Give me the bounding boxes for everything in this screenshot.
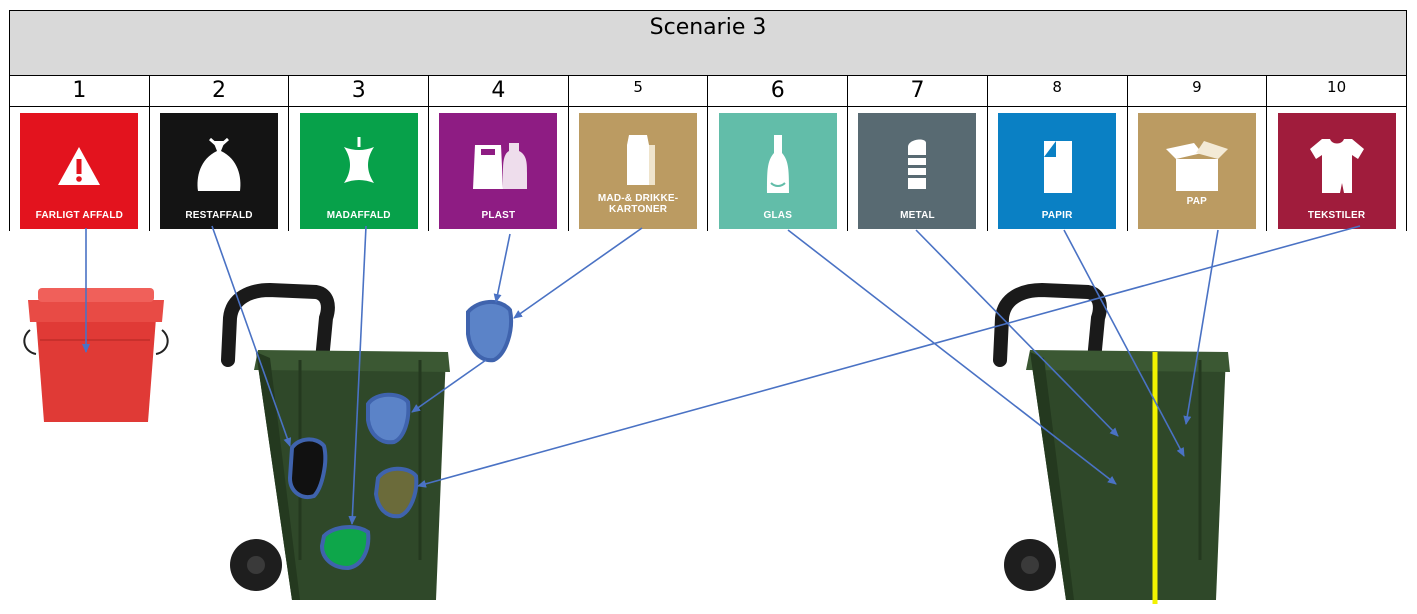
arrow-7 xyxy=(915,229,1119,437)
arrow-5 xyxy=(513,227,643,319)
marker-tekstil xyxy=(373,466,419,519)
red-bucket-icon xyxy=(23,288,169,422)
category-number: 4 xyxy=(428,75,569,107)
t-shirt-icon xyxy=(1277,113,1396,229)
category-number-row: 1 2 3 4 5 6 7 8 9 10 xyxy=(9,75,1407,107)
category-number: 6 xyxy=(707,75,849,107)
category-number: 7 xyxy=(847,75,988,107)
tile-pap: PAP xyxy=(1137,113,1256,229)
glass-bottle-icon xyxy=(718,113,837,229)
tile-madaffald: MADAFFALD xyxy=(299,113,418,229)
arrow-10 xyxy=(417,225,1361,488)
arrow-5b xyxy=(411,359,487,413)
category-icon-row: FARLIGT AFFALD RESTAFFALD MADAFFALD xyxy=(9,106,1407,231)
tile-papir: PAPIR xyxy=(998,113,1117,229)
scenario-title-bar: Scenarie 3 xyxy=(9,10,1407,75)
right-wheelie-bin xyxy=(993,282,1230,604)
arrow-6 xyxy=(787,229,1117,485)
arrow-9 xyxy=(1183,229,1219,425)
tile-metal: METAL xyxy=(858,113,977,229)
tile-label: METAL xyxy=(900,210,935,221)
scenario-title: Scenarie 3 xyxy=(649,15,767,40)
tile-label: MAD-& DRIKKE- KARTONER xyxy=(597,193,679,215)
tile-farligt-affald: FARLIGT AFFALD xyxy=(20,113,139,229)
category-number: 1 xyxy=(9,75,150,107)
tile-label: PAP xyxy=(1186,196,1208,207)
apple-core-icon xyxy=(299,113,418,229)
tile-label: PLAST xyxy=(481,210,516,221)
arrow-3 xyxy=(348,225,367,525)
tin-can-icon xyxy=(858,113,977,229)
category-number: 3 xyxy=(288,75,430,107)
category-number: 5 xyxy=(567,75,709,107)
plastic-bottle-icon xyxy=(439,113,558,229)
trash-bag-icon xyxy=(160,113,279,229)
waste-category-table: 1 2 3 4 5 6 7 8 9 10 FARLIGT AFFALD REST xyxy=(9,75,1407,231)
marker-karton xyxy=(366,392,411,445)
tile-tekstiler: TEKSTILER xyxy=(1277,113,1396,229)
tile-restaffald: RESTAFFALD xyxy=(160,113,279,229)
tile-glas: GLAS xyxy=(718,113,837,229)
arrow-8 xyxy=(1063,229,1185,457)
tile-label: FARLIGT AFFALD xyxy=(35,210,124,221)
tile-label: GLAS xyxy=(763,210,793,221)
arrow-4 xyxy=(493,233,511,303)
tile-label: TEKSTILER xyxy=(1307,210,1366,221)
tile-mad-drikkekartoner: MAD-& DRIKKE- KARTONER xyxy=(579,113,698,229)
tile-plast: PLAST xyxy=(439,113,558,229)
tile-label: RESTAFFALD xyxy=(185,210,253,221)
category-number: 8 xyxy=(986,75,1128,107)
tile-label: MADAFFALD xyxy=(326,210,391,221)
arrow-2 xyxy=(211,225,292,447)
cardboard-box-icon xyxy=(1137,113,1256,229)
category-number: 10 xyxy=(1266,75,1407,107)
marker-madaffald xyxy=(319,525,371,571)
category-number: 9 xyxy=(1126,75,1268,107)
marker-plast xyxy=(466,300,513,363)
hazard-warning-icon xyxy=(20,113,139,229)
tile-label: PAPIR xyxy=(1041,210,1073,221)
marker-restaffald xyxy=(287,437,328,499)
sorting-arrows xyxy=(82,225,1361,525)
milk-carton-icon xyxy=(579,113,698,229)
paper-sheet-icon xyxy=(998,113,1117,229)
